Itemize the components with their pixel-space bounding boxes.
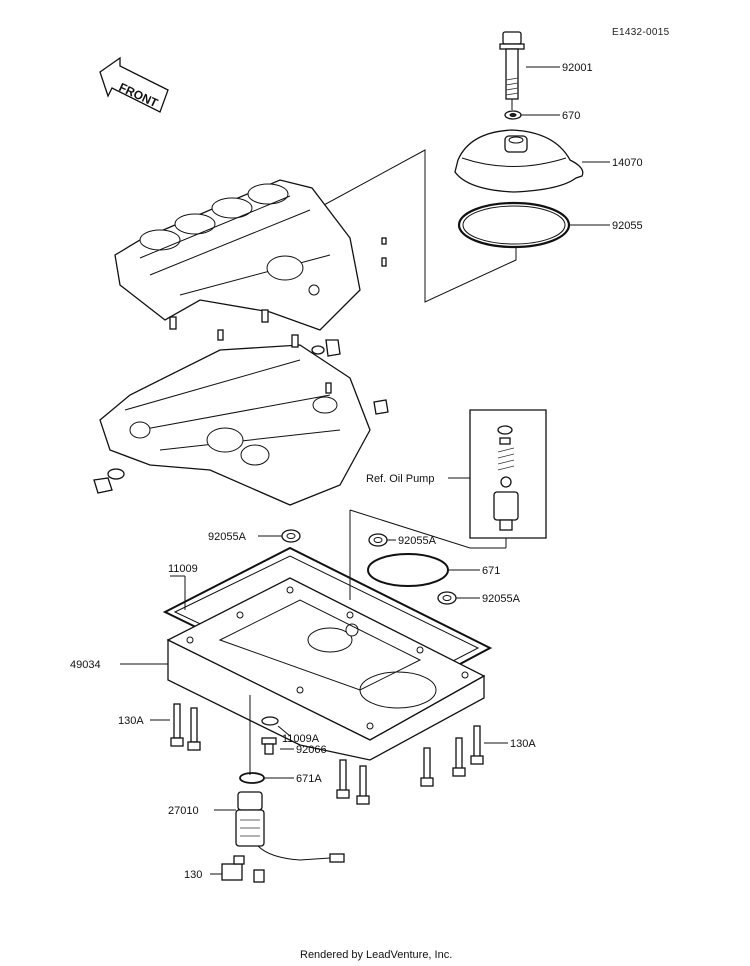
diagram-code: E1432-0015: [612, 27, 670, 38]
label-92055A-right[interactable]: 92055A: [482, 593, 521, 605]
oring-92055[interactable]: [457, 201, 571, 249]
oil-pan-cover-14070[interactable]: [454, 129, 584, 193]
oil-pump-reference: [469, 409, 547, 539]
seal-92055A-right-hole: [442, 595, 452, 601]
oring-92055-inner: [462, 205, 566, 245]
label-671[interactable]: 671: [482, 565, 500, 577]
washer-670-hole: [509, 113, 517, 117]
label-92066[interactable]: 92066: [296, 744, 327, 756]
label-92055A-left[interactable]: 92055A: [208, 531, 247, 543]
label-11009A[interactable]: 11009A: [282, 733, 320, 745]
label-14070[interactable]: 14070: [612, 157, 643, 169]
label-49034[interactable]: 49034: [70, 659, 101, 671]
label-92055[interactable]: 92055: [612, 220, 643, 232]
seal-92055A-left-hole: [286, 533, 296, 539]
label-27010[interactable]: 27010: [168, 805, 199, 817]
gasket-11009A[interactable]: [261, 716, 279, 726]
label-130A-left[interactable]: 130A: [118, 715, 144, 727]
bolts-130A-left[interactable]: [170, 703, 201, 751]
callout-pump-pan: [349, 509, 506, 549]
oil-pan-49034[interactable]: [166, 577, 486, 761]
label-11009[interactable]: 11009: [168, 563, 198, 575]
drain-plug-left[interactable]: [93, 468, 125, 494]
seal-92055A-mid-hole: [373, 537, 383, 543]
bolts-130A-right[interactable]: [336, 725, 484, 805]
sensor-27010[interactable]: [235, 791, 345, 863]
callout-cover: [299, 149, 517, 303]
oring-671A[interactable]: [239, 772, 265, 784]
label-671A[interactable]: 671A: [296, 773, 322, 785]
leader-11009A: [277, 725, 291, 737]
label-oil-pump[interactable]: Ref. Oil Pump: [366, 473, 434, 485]
label-92055A-mid[interactable]: 92055A: [398, 535, 437, 547]
label-130[interactable]: 130: [184, 869, 202, 881]
bolt-92001[interactable]: [499, 31, 525, 110]
upper-crankcase[interactable]: [114, 179, 387, 331]
front-arrow-icon: FRONT: [99, 56, 169, 113]
label-92001[interactable]: 92001: [562, 62, 593, 74]
plug-right[interactable]: [311, 339, 389, 415]
bolts-130[interactable]: [221, 855, 265, 883]
label-130A-right[interactable]: 130A: [510, 738, 536, 750]
lower-crankcase[interactable]: [99, 329, 371, 506]
oring-671[interactable]: [367, 553, 449, 587]
footer-credit: Rendered by LeadVenture, Inc.: [300, 949, 452, 961]
plug-92066[interactable]: [261, 737, 277, 755]
label-670[interactable]: 670: [562, 110, 580, 122]
